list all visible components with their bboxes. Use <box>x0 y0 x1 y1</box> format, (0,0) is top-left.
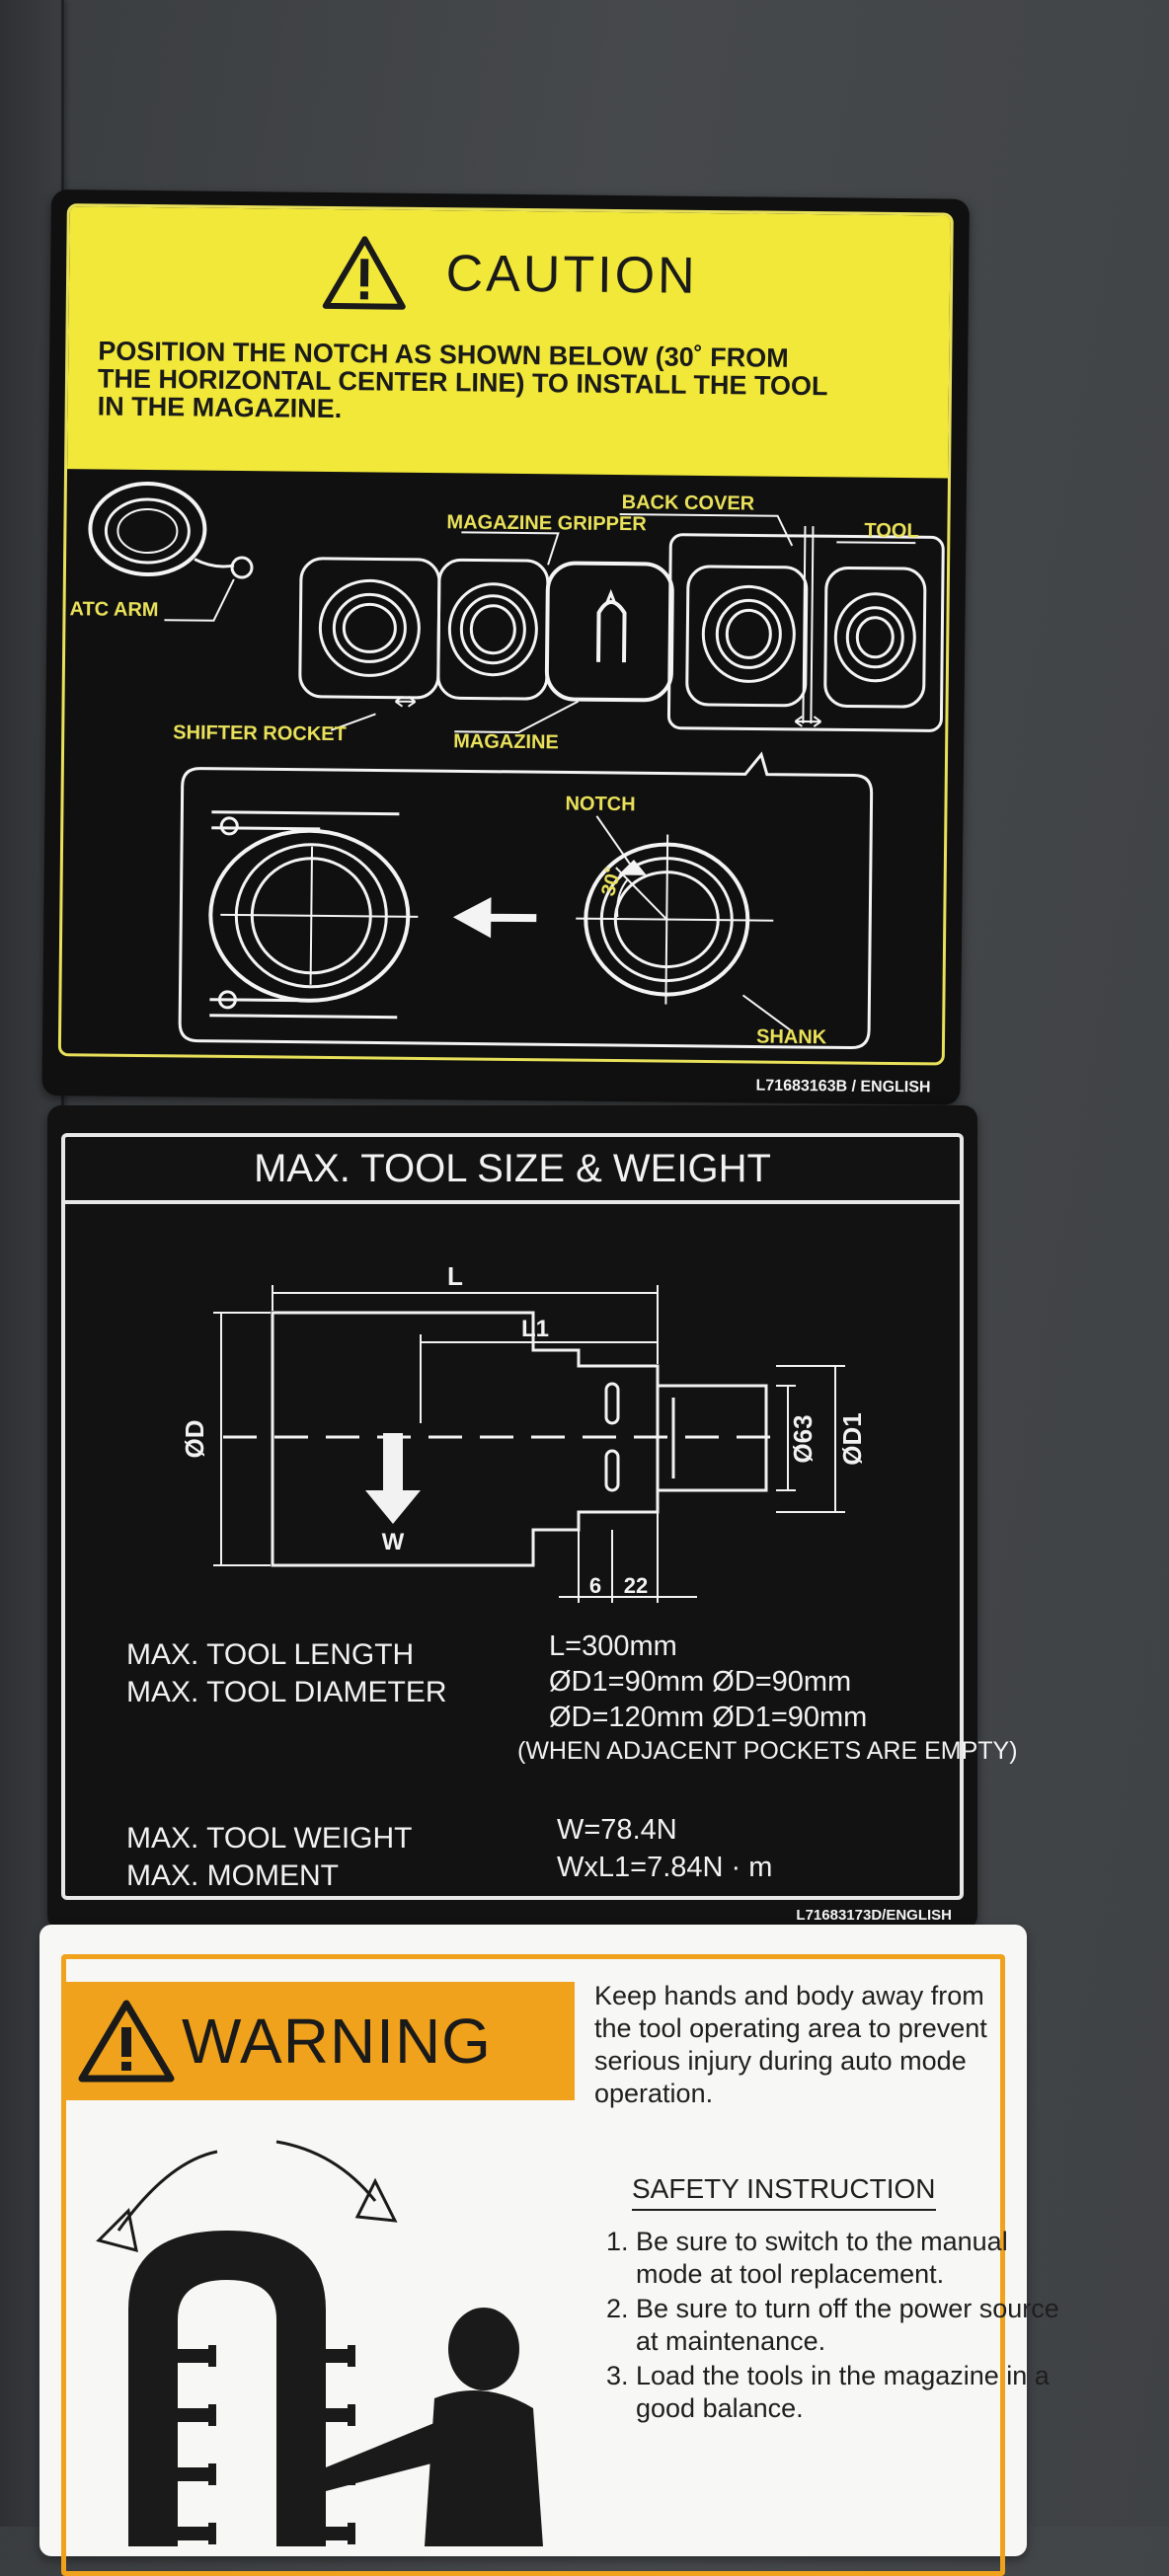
dim-W: W <box>382 1529 405 1555</box>
callout-back-cover: BACK COVER <box>622 492 755 514</box>
caution-header: CAUTION POSITION THE NOTCH AS SHOWN BELO… <box>67 206 951 479</box>
callout-atc-arm: ATC ARM <box>69 598 158 621</box>
dim-D: ØD <box>180 1420 209 1459</box>
spec-weight-label: MAX. TOOL WEIGHT <box>126 1822 413 1855</box>
spec-adjacent-note: (WHEN ADJACENT POCKETS ARE EMPTY) <box>517 1737 1018 1765</box>
spec-diameter-value-1: ØD1=90mm ØD=90mm <box>549 1666 852 1698</box>
caution-part-number: L71683163B / ENGLISH <box>755 1077 931 1097</box>
pocket-5 <box>823 566 927 709</box>
safety-instruction-item: Be sure to switch to the manual mode at … <box>636 2226 1060 2291</box>
spec-moment-label: MAX. MOMENT <box>126 1859 339 1892</box>
spec-weight-value: W=78.4N <box>557 1814 677 1846</box>
pocket-1 <box>298 557 441 700</box>
spec-length-value: L=300mm <box>549 1630 677 1662</box>
warning-plate: WARNING Keep hands and body away from th… <box>39 1925 1059 2576</box>
caution-instruction: POSITION THE NOTCH AS SHOWN BELOW (30˚ F… <box>98 337 928 429</box>
max-tool-title: MAX. TOOL SIZE & WEIGHT <box>65 1137 960 1204</box>
dim-L1: L1 <box>521 1316 549 1342</box>
gripper-detail <box>208 810 419 1020</box>
tool-dimension-drawing: L L1 ØD Ø63 ØD1 W 6 22 <box>180 1261 867 1603</box>
callout-notch: NOTCH <box>565 793 635 815</box>
spec-length-label: MAX. TOOL LENGTH <box>126 1638 415 1671</box>
pocket-3-cutaway <box>544 561 674 703</box>
callout-magazine: MAGAZINE <box>453 730 559 753</box>
pocket-2 <box>436 558 550 701</box>
warning-triangle-icon <box>78 2000 175 2083</box>
warning-message: Keep hands and body away from the tool o… <box>594 1981 987 2108</box>
dim-D1: ØD1 <box>837 1412 867 1465</box>
warning-title: WARNING <box>182 2006 492 2077</box>
safety-instruction-item: Load the tools in the magazine in a good… <box>636 2360 1060 2425</box>
magazine-operator-pictogram <box>96 2140 543 2546</box>
callout-shifter-rocket: SHIFTER ROCKET <box>173 721 347 745</box>
back-cover-outline <box>666 533 945 732</box>
max-tool-specs: MAX. TOOL LENGTH MAX. TOOL DIAMETER MAX.… <box>65 1137 1018 1896</box>
atc-arm-drawing <box>88 482 254 579</box>
warning-triangle-icon <box>322 236 406 310</box>
max-tool-plate: MAX. TOOL SIZE & WEIGHT <box>47 1105 1018 1930</box>
callout-tool: TOOL <box>864 520 918 543</box>
caution-title: CAUTION <box>445 245 698 305</box>
caution-plate-inner: CAUTION POSITION THE NOTCH AS SHOWN BELO… <box>57 203 954 1066</box>
dim-22: 22 <box>624 1573 648 1598</box>
tool-notch-detail <box>576 815 793 1032</box>
safety-instruction-list: Be sure to switch to the manual mode at … <box>594 2226 1060 2427</box>
spec-diameter-label: MAX. TOOL DIAMETER <box>126 1676 447 1708</box>
dim-6: 6 <box>589 1573 601 1598</box>
callout-shank: SHANK <box>756 1026 827 1049</box>
dim-L: L <box>447 1261 463 1291</box>
max-tool-frame: MAX. TOOL SIZE & WEIGHT <box>61 1133 1018 1900</box>
magazine-diagram: BACK COVER MAGAZINE GRIPPER TOOL ATC ARM… <box>69 482 945 1050</box>
max-tool-part-number: L71683173D/ENGLISH <box>796 1907 952 1924</box>
callout-magazine-gripper: MAGAZINE GRIPPER <box>446 511 647 535</box>
caution-plate: CAUTION POSITION THE NOTCH AS SHOWN BELO… <box>41 189 970 1105</box>
callout-angle: 30˚ <box>596 865 626 898</box>
pocket-4 <box>685 565 809 708</box>
dim-63: Ø63 <box>788 1414 818 1463</box>
insert-arrow-icon <box>452 897 537 939</box>
safety-instruction-item: Be sure to turn off the power source at … <box>636 2293 1060 2358</box>
spec-moment-value: WxL1=7.84N · m <box>557 1852 773 1883</box>
weight-arrow-icon <box>365 1433 421 1524</box>
warning-banner: WARNING <box>61 1982 575 2100</box>
spec-diameter-value-2: ØD=120mm ØD1=90mm <box>549 1702 868 1733</box>
caution-title-row: CAUTION <box>69 220 951 328</box>
safety-instruction-title: SAFETY INSTRUCTION <box>632 2173 936 2211</box>
